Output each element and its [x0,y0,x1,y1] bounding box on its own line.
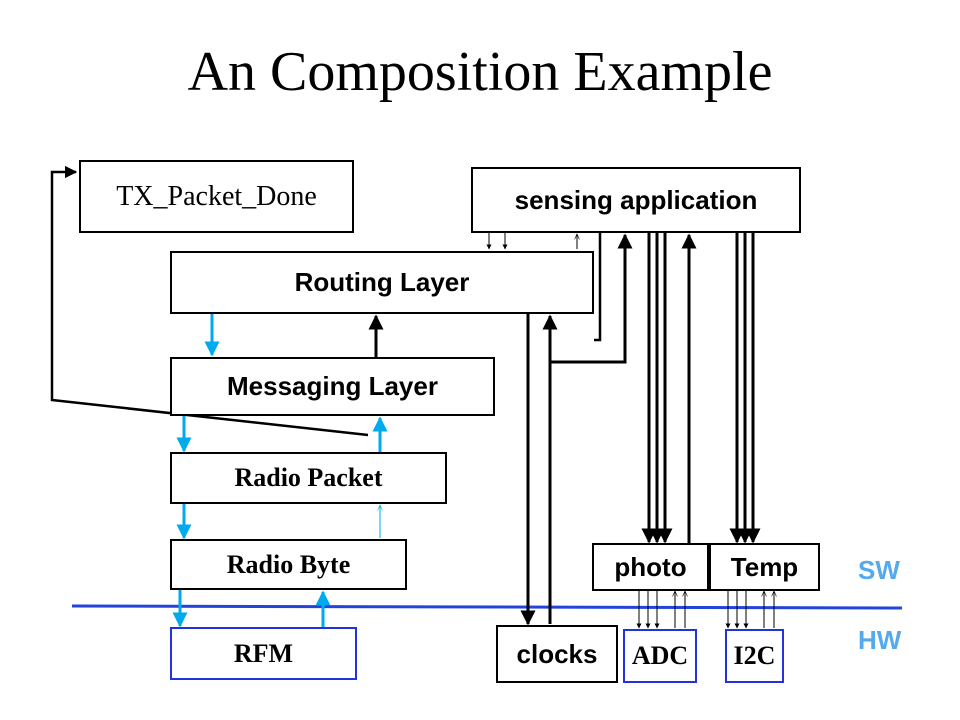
messaging-layer-box: Messaging Layer [170,357,495,416]
radio-packet-box: Radio Packet [170,452,447,504]
hw-sw-divider [71,604,903,610]
clocks-to-app-arrow [550,233,633,364]
i2c-box: I2C [725,629,784,683]
adc-box: ADC [623,629,697,683]
slide-title: An Composition Example [187,41,773,103]
routing-app-side-path [594,232,602,342]
sensing-application-box: sensing application [471,167,801,233]
tx-packet-done-box: TX_Packet_Done [79,160,354,233]
sw-label: SW [858,555,900,585]
routing-layer-box: Routing Layer [170,251,594,314]
hw-label: HW [858,625,902,655]
photo-box: photo [592,543,709,591]
rfm-box: RFM [170,627,357,680]
tx-done-feedback-arrow [50,165,369,437]
temp-box: Temp [709,543,820,591]
radio-byte-box: Radio Byte [170,539,407,590]
clocks-box: clocks [496,625,618,683]
